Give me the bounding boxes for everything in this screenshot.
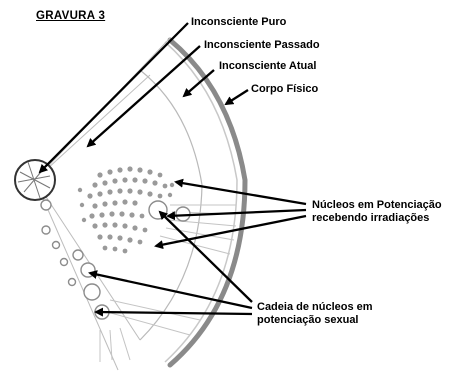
inconsciente-passado-arc [139, 69, 203, 341]
label-corpo-fisico: Corpo Físico [251, 83, 319, 95]
arrow-inconsciente-puro [38, 22, 189, 174]
label-inconsciente-passado: Inconsciente Passado [204, 39, 320, 51]
inconsciente-puro-circle [14, 159, 56, 201]
arrow-cadeia-2 [88, 270, 253, 310]
label-nucleos-line2: recebendo irradiações [312, 212, 430, 224]
figure-title: GRAVURA 3 [36, 10, 106, 22]
arrow-cadeia-3 [94, 307, 253, 317]
label-cadeia-nucleos: Cadeia de núcleos em potenciação sexual [257, 301, 373, 327]
arrow-inconsciente-atual [182, 69, 215, 98]
label-cadeia-line2: potenciação sexual [257, 314, 359, 326]
nuclei-field [77, 166, 175, 254]
annotation-arrows [38, 22, 307, 317]
label-inconsciente-puro: Inconsciente Puro [191, 16, 287, 28]
label-nucleos-potenciacao: Núcleos em Potenciação recebendo irradia… [312, 199, 442, 225]
label-inconsciente-atual: Inconsciente Atual [219, 60, 317, 72]
arrow-nucleos-2 [166, 208, 307, 221]
radiation-rays [99, 204, 237, 362]
label-cadeia-line1: Cadeia de núcleos em [257, 301, 373, 313]
arrow-inconsciente-passado [86, 45, 201, 148]
label-nucleos-line1: Núcleos em Potenciação [312, 199, 442, 211]
corpo-fisico-arc-inner [164, 41, 238, 363]
arrow-nucleos-3 [154, 214, 307, 250]
arrow-cadeia-1 [158, 210, 253, 303]
arrow-corpo-fisico [224, 89, 249, 106]
arrow-nucleos-1 [174, 178, 307, 206]
